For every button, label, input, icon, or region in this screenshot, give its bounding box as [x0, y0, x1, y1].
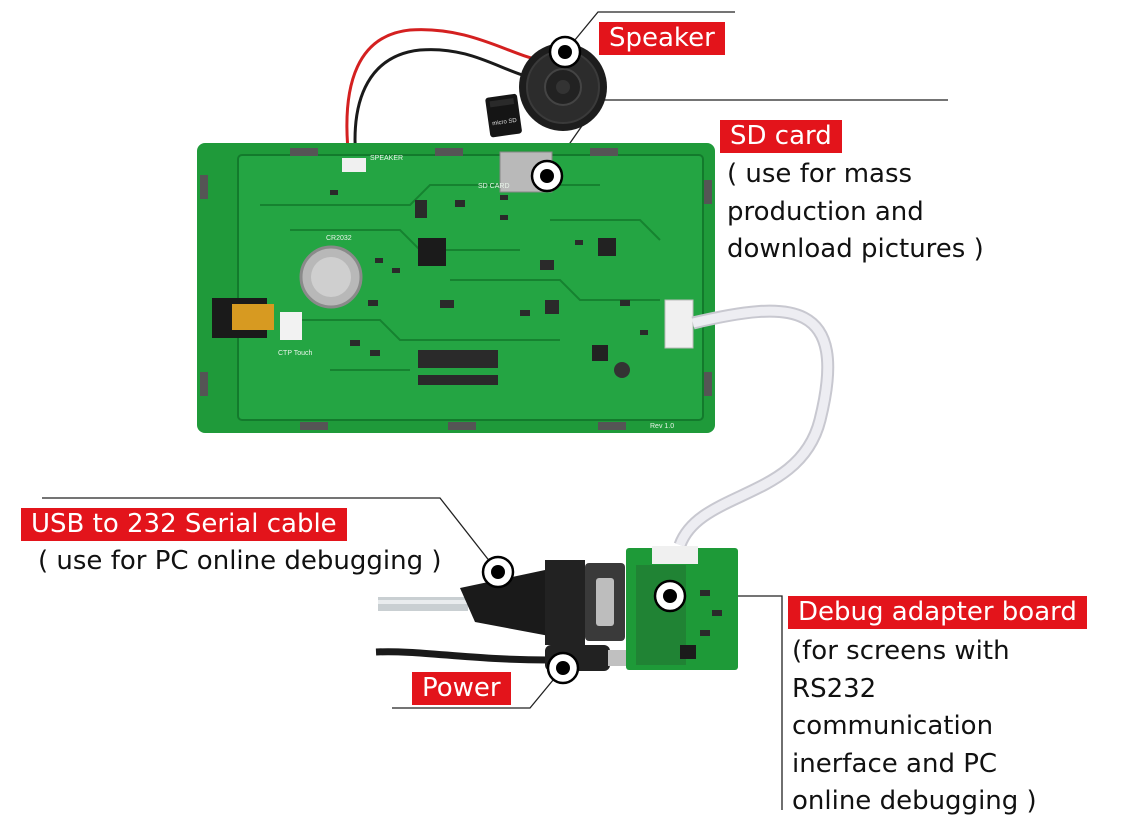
main-pcb: SPEAKER SD CARD CR2032 CTP Touch Rev 1.0: [197, 143, 715, 433]
silk-speaker: SPEAKER: [370, 155, 403, 162]
silk-revision: Rev 1.0: [650, 423, 674, 430]
sd-card-desc-line: production and: [727, 196, 924, 227]
silk-sd-card: SD CARD: [478, 183, 510, 190]
sd-card-label: SD card: [720, 120, 842, 153]
sd-card-marker: [530, 159, 564, 193]
sd-card-desc-line: ( use for mass: [727, 159, 913, 189]
micro-sd-card: micro SD: [485, 93, 522, 138]
debug-board-desc-line: communication: [792, 711, 994, 741]
power-cable: [375, 645, 626, 671]
debug-board-desc-line: RS232: [792, 673, 877, 704]
sd-card-print: micro SD: [492, 118, 518, 127]
marker-dots: [481, 35, 687, 685]
debug-board-desc-line: online debugging ): [792, 786, 1037, 816]
main-chip: [418, 238, 446, 266]
debug-board-label: Debug adapter board: [788, 596, 1087, 629]
debug-board-marker: [653, 579, 687, 613]
ribbon-cable: [673, 304, 835, 548]
debug-adapter-board: [626, 546, 738, 670]
power-label: Power: [412, 672, 511, 705]
usb-serial-cable: [378, 560, 625, 645]
silk-battery: CR2032: [326, 235, 352, 242]
debug-board-desc-line: inerface and PC: [792, 748, 998, 779]
usb-serial-description: ( use for PC online debugging ): [38, 543, 441, 581]
usb-serial-desc-line: ( use for PC online debugging ): [38, 546, 442, 576]
speaker-wires: [345, 28, 541, 161]
serial-connector: [664, 299, 694, 349]
power-marker: [546, 651, 580, 685]
sd-card-desc-line: download pictures ): [727, 234, 984, 264]
lcd-connector: [418, 350, 498, 368]
usb-serial-label: USB to 232 Serial cable: [21, 508, 347, 541]
debug-board-desc-line: (for screens with: [792, 636, 1010, 666]
usb-serial-marker: [481, 555, 515, 589]
speaker-label: Speaker: [599, 22, 725, 55]
speaker-marker: [548, 35, 582, 69]
sd-card-description: ( use for mass production and download p…: [727, 156, 984, 269]
silk-ctp: CTP Touch: [278, 350, 312, 357]
debug-board-description: (for screens with RS232 communication in…: [792, 633, 1037, 821]
